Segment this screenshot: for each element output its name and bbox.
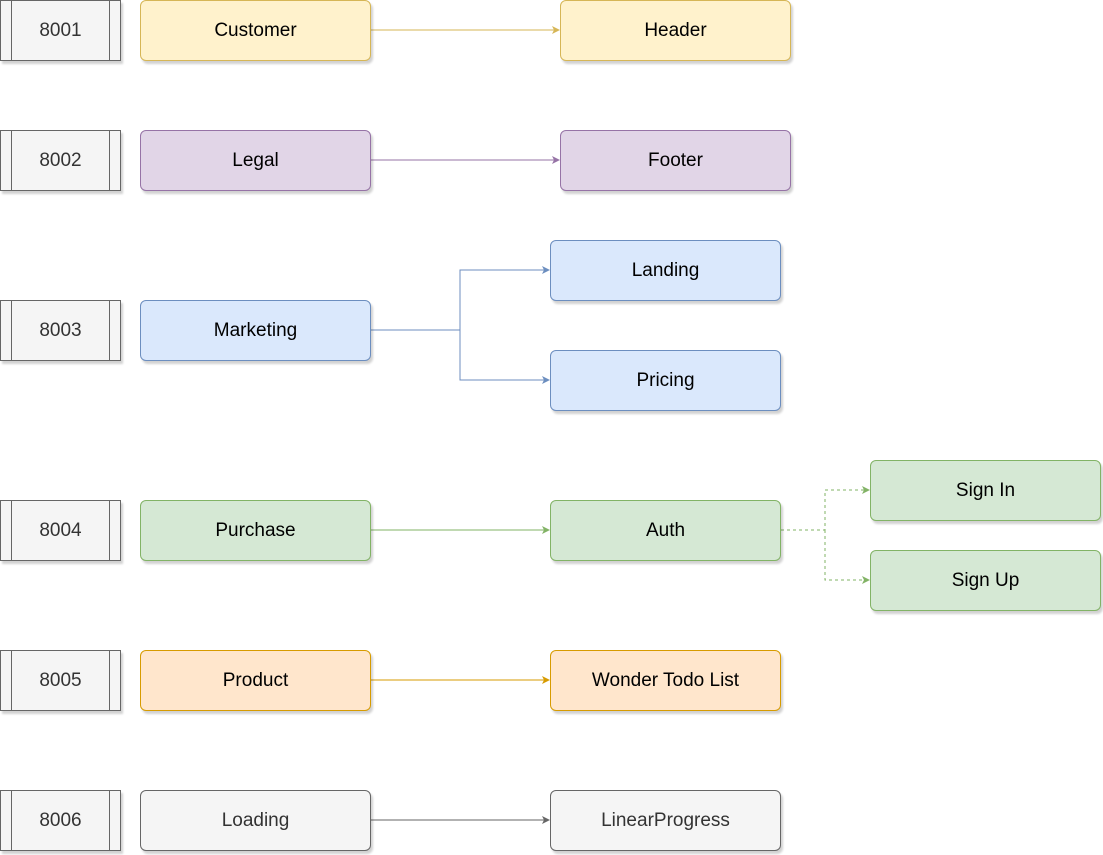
component-landing: Landing — [550, 240, 781, 301]
component-pricing-label: Pricing — [636, 369, 695, 391]
port-8006: 8006 — [0, 790, 121, 851]
port-divider — [11, 791, 12, 850]
port-divider — [109, 1, 110, 60]
app-loading: Loading — [140, 790, 371, 851]
port-divider — [11, 301, 12, 360]
edge-auth-signup — [824, 530, 870, 584]
component-footer: Footer — [560, 130, 791, 191]
edge-auth-signin — [781, 486, 870, 531]
app-purchase-label: Purchase — [215, 519, 296, 541]
app-marketing-label: Marketing — [213, 319, 298, 341]
component-header-label: Header — [644, 19, 707, 41]
component-footer-label: Footer — [648, 149, 703, 171]
port-divider — [11, 1, 12, 60]
port-8001: 8001 — [0, 0, 121, 61]
component-header: Header — [560, 0, 791, 61]
port-divider — [109, 651, 110, 710]
component-sign-up: Sign Up — [870, 550, 1101, 611]
port-8002: 8002 — [0, 130, 121, 191]
port-divider — [109, 131, 110, 190]
port-label: 8006 — [39, 809, 82, 831]
port-8003: 8003 — [0, 300, 121, 361]
app-loading-label: Loading — [221, 809, 290, 831]
port-divider — [109, 301, 110, 360]
port-8004: 8004 — [0, 500, 121, 561]
port-8005: 8005 — [0, 650, 121, 711]
port-label: 8001 — [39, 19, 82, 41]
component-auth-label: Auth — [645, 519, 686, 541]
component-sign-in-label: Sign In — [955, 479, 1016, 501]
component-linear-progress-label: LinearProgress — [601, 809, 730, 831]
port-divider — [109, 791, 110, 850]
port-divider — [11, 651, 12, 710]
port-label: 8004 — [39, 519, 82, 541]
app-marketing: Marketing — [140, 300, 371, 361]
edge-marketing-landing — [371, 266, 550, 331]
app-purchase: Purchase — [140, 500, 371, 561]
app-product: Product — [140, 650, 371, 711]
component-sign-up-label: Sign Up — [951, 569, 1020, 591]
component-auth: Auth — [550, 500, 781, 561]
component-linear-progress: LinearProgress — [550, 790, 781, 851]
port-divider — [11, 131, 12, 190]
port-label: 8005 — [39, 669, 82, 691]
port-label: 8002 — [39, 149, 82, 171]
app-legal: Legal — [140, 130, 371, 191]
app-customer: Customer — [140, 0, 371, 61]
port-divider — [109, 501, 110, 560]
app-legal-label: Legal — [232, 149, 279, 171]
port-label: 8003 — [39, 319, 82, 341]
component-pricing: Pricing — [550, 350, 781, 411]
edge-marketing-pricing — [459, 330, 550, 384]
component-wonder-todo-list: Wonder Todo List — [550, 650, 781, 711]
app-customer-label: Customer — [214, 19, 297, 41]
component-landing-label: Landing — [631, 259, 700, 281]
component-wonder-todo-list-label: Wonder Todo List — [591, 669, 740, 691]
app-product-label: Product — [222, 669, 289, 691]
component-sign-in: Sign In — [870, 460, 1101, 521]
port-divider — [11, 501, 12, 560]
